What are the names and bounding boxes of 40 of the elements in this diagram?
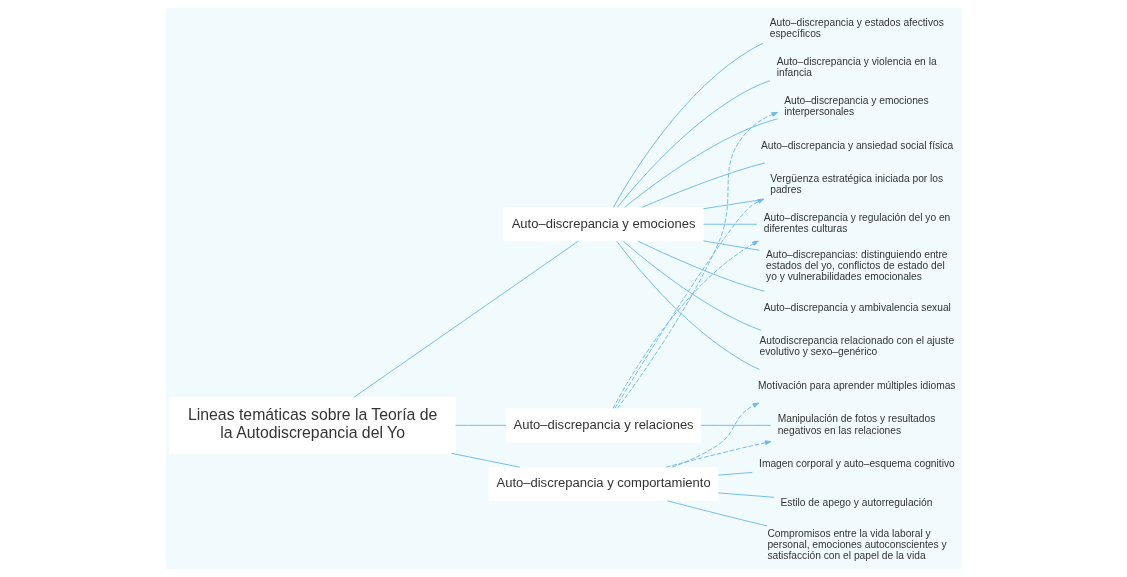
- connector: [702, 198, 764, 210]
- node-text: Compromisos entre la vida laboral y personal, emociones autoconscientes y satisfacción con el papel de la vida: [766, 527, 947, 562]
- connector: [616, 80, 770, 208]
- connector: [450, 452, 520, 468]
- node-text: Estilo de apego y autorregulación: [779, 497, 932, 509]
- node-text: Autodiscrepancia relacionado con el ajuste evolutivo y sexo–genérico: [759, 335, 954, 358]
- arrow: [613, 198, 764, 409]
- node-text: Auto–discrepancia y violencia en la infancia: [776, 55, 937, 79]
- node-box: Auto–discrepancia y relaciones: [505, 408, 701, 443]
- connector: [717, 492, 774, 498]
- connector: [636, 240, 765, 292]
- arrow: [616, 111, 778, 409]
- connector: [702, 223, 757, 225]
- arrow: [665, 440, 771, 468]
- connector: [454, 424, 507, 426]
- node-text: Auto–discrepancia y ambivalencia sexual: [763, 301, 951, 313]
- connector: [717, 471, 753, 476]
- connector: [666, 500, 768, 527]
- node-text: Motivación para aprender múltiples idiomas: [757, 379, 956, 391]
- node-text: Imagen corporal y auto–esquema cognitivo: [758, 458, 955, 470]
- node-text: Auto–discrepancias: distinguiendo entre estados del yo, conflictos de estado del yo y vulnerabilidades emocionales: [765, 248, 948, 282]
- connector: [702, 240, 760, 251]
- connector: [700, 424, 771, 426]
- node-text: Auto–discrepancia y estados afectivos específicos: [769, 16, 944, 39]
- connector: [623, 118, 778, 208]
- node-box: Auto–discrepancia y comportamiento: [488, 466, 719, 502]
- connector: [641, 162, 765, 208]
- connector: [622, 240, 762, 331]
- node-text: Manipulación de fotos y resultados negativos en las relaciones: [777, 413, 935, 436]
- node-text: Auto–discrepancia y regulación del yo en diferentes culturas: [763, 212, 950, 235]
- arrow: [612, 240, 759, 409]
- connector: [612, 42, 764, 208]
- node-text: Auto–discrepancia y ansiedad social física: [760, 139, 953, 151]
- connector: [352, 240, 579, 398]
- node-box: Lineas temáticas sobre la Teoría de la Autodiscrepancia del Yo: [168, 396, 456, 454]
- node-box: Auto–discrepancia y emociones: [503, 207, 704, 242]
- node-text: Auto–discrepancia y emociones interpersonales: [783, 94, 929, 118]
- connector: [615, 240, 760, 370]
- node-text: Vergüenza estratégica iniciada por los padres: [769, 173, 943, 196]
- arrow: [671, 402, 759, 468]
